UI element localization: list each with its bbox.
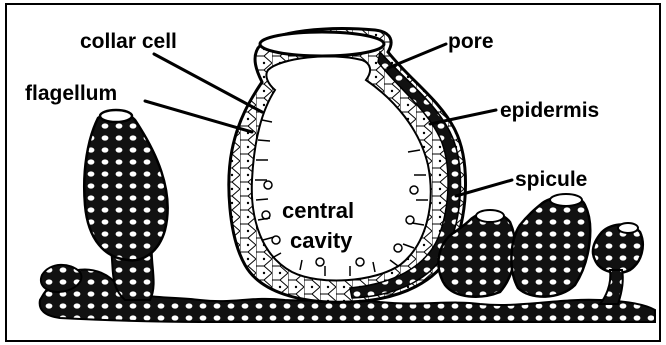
label-cavity: cavity xyxy=(290,228,353,253)
label-collar-cell: collar cell xyxy=(80,30,177,53)
label-spicule: spicule xyxy=(515,168,587,191)
label-epidermis: epidermis xyxy=(500,99,599,122)
left-sponge-osculum xyxy=(100,110,132,122)
label-central: central xyxy=(282,198,354,223)
osculum-opening xyxy=(260,32,384,56)
label-flagellum: flagellum xyxy=(25,82,117,105)
label-pore: pore xyxy=(448,30,494,53)
